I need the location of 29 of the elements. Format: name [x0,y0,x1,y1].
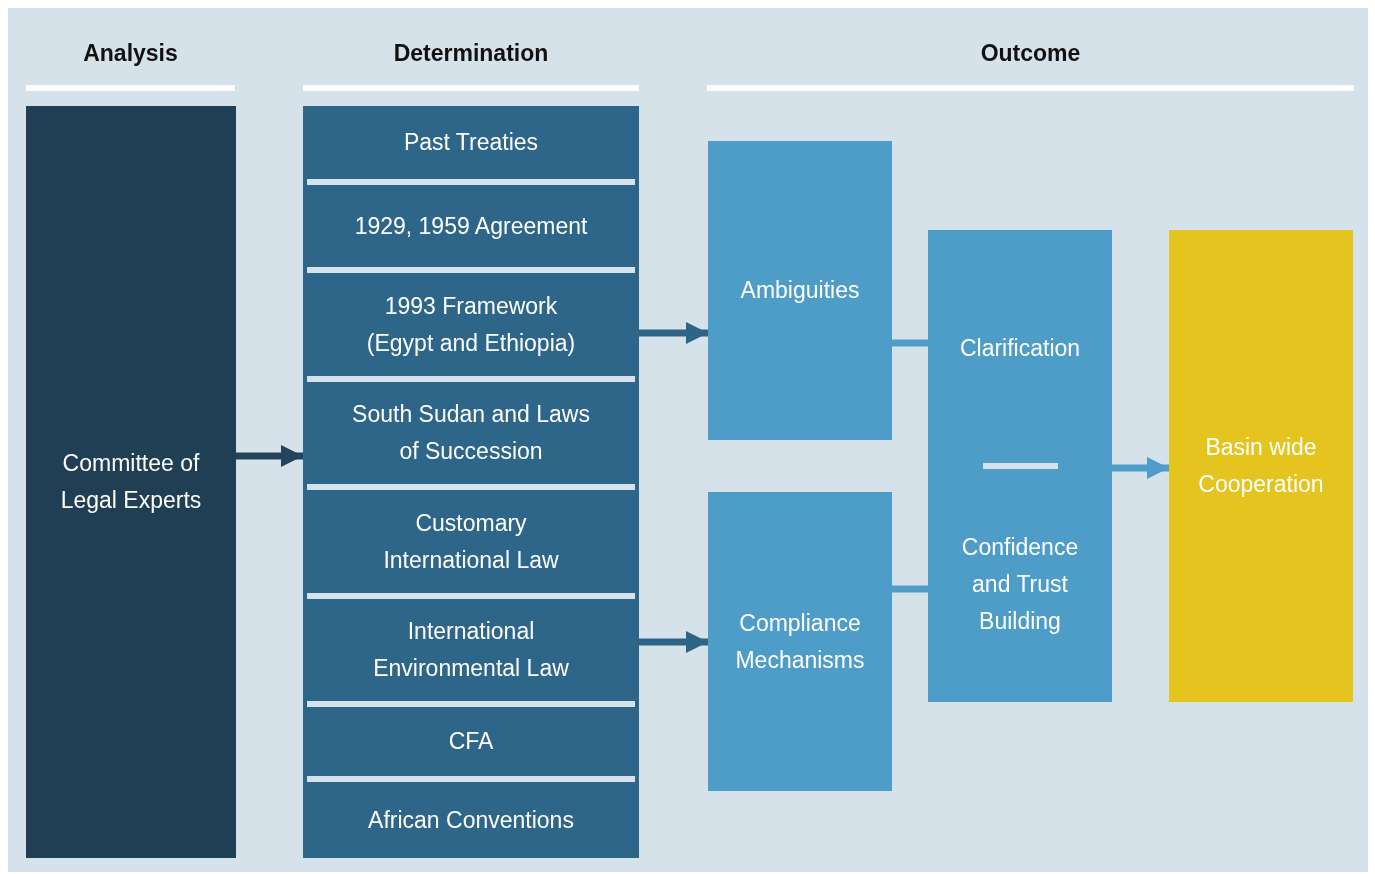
column-heading: Outcome [979,40,1082,67]
connector-line [892,585,928,593]
box-label: CFA [447,727,495,757]
box-label: 1929, 1959 Agreement [353,211,589,241]
committee-box [26,106,236,858]
box-label: 1993 Framework (Egypt and Ethiopia) [365,291,577,358]
arrow [639,322,708,344]
box-label: African Conventions [367,805,575,835]
column-heading: Determination [392,40,550,67]
box-label: South Sudan and Laws of Succession [351,400,591,466]
box-label: Committee of Legal Experts [59,449,203,515]
box-label: Confidence and Trust Building [960,532,1080,636]
arrow [1112,457,1169,479]
determination-column [303,106,639,858]
outcome-box [928,230,1112,702]
outcome-box [708,141,892,440]
box-label: Compliance Mechanisms [734,608,866,675]
box-label: Customary International Law [382,508,560,575]
column-heading: Analysis [82,40,179,67]
outcome-box [708,492,892,791]
box-label: Past Treaties [402,128,540,158]
box-label: Ambiguities [739,276,861,306]
arrow [236,445,303,467]
result-box [1169,230,1353,702]
box-label: International Environmental Law [372,617,570,683]
box-label: Basin wide Cooperation [1197,433,1325,499]
connector-line [892,339,928,347]
box-label: Clarification [958,333,1082,363]
arrow [639,631,708,653]
